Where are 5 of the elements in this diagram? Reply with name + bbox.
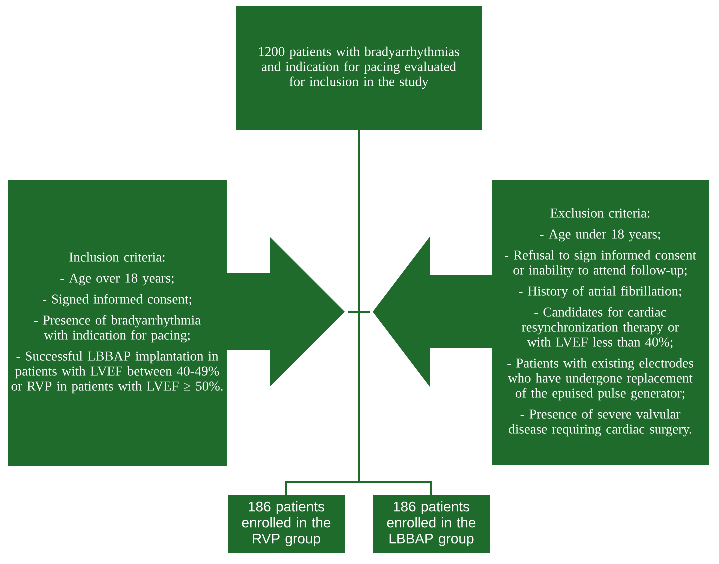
exclusion-arrow-box: Exclusion criteria: - Age under 18 years; - Refusal to sign informed consent or inability to attend follow-up; - History of atrial fibrillation; - Candidates for cardiac resynchronization therapy or with LVEF less than 40%; - Patients with existing electrodes who have undergone replacement of the epuised pulse generator; - Presence of severe valvular disease requiring cardiac surgery. — [373, 180, 709, 465]
inclusion-arrow-box: Inclusion criteria: - Age over 18 years; - Signed informed consent; - Presence of bradyarrhythmia with indication for pacing; - Successful LBBAP implantation in patients with LVEF between 40-49% or RVP in patients with LVEF ≥ 50%. — [8, 180, 345, 466]
process-box: 186 patients enrolled in the RVP group — [228, 495, 345, 553]
process-box: 186 patients enrolled in the LBBAP group — [373, 495, 490, 553]
process-box: 1200 patients with bradyarrhythmias and indication for pacing evaluated for inclusion in the study — [236, 6, 482, 130]
